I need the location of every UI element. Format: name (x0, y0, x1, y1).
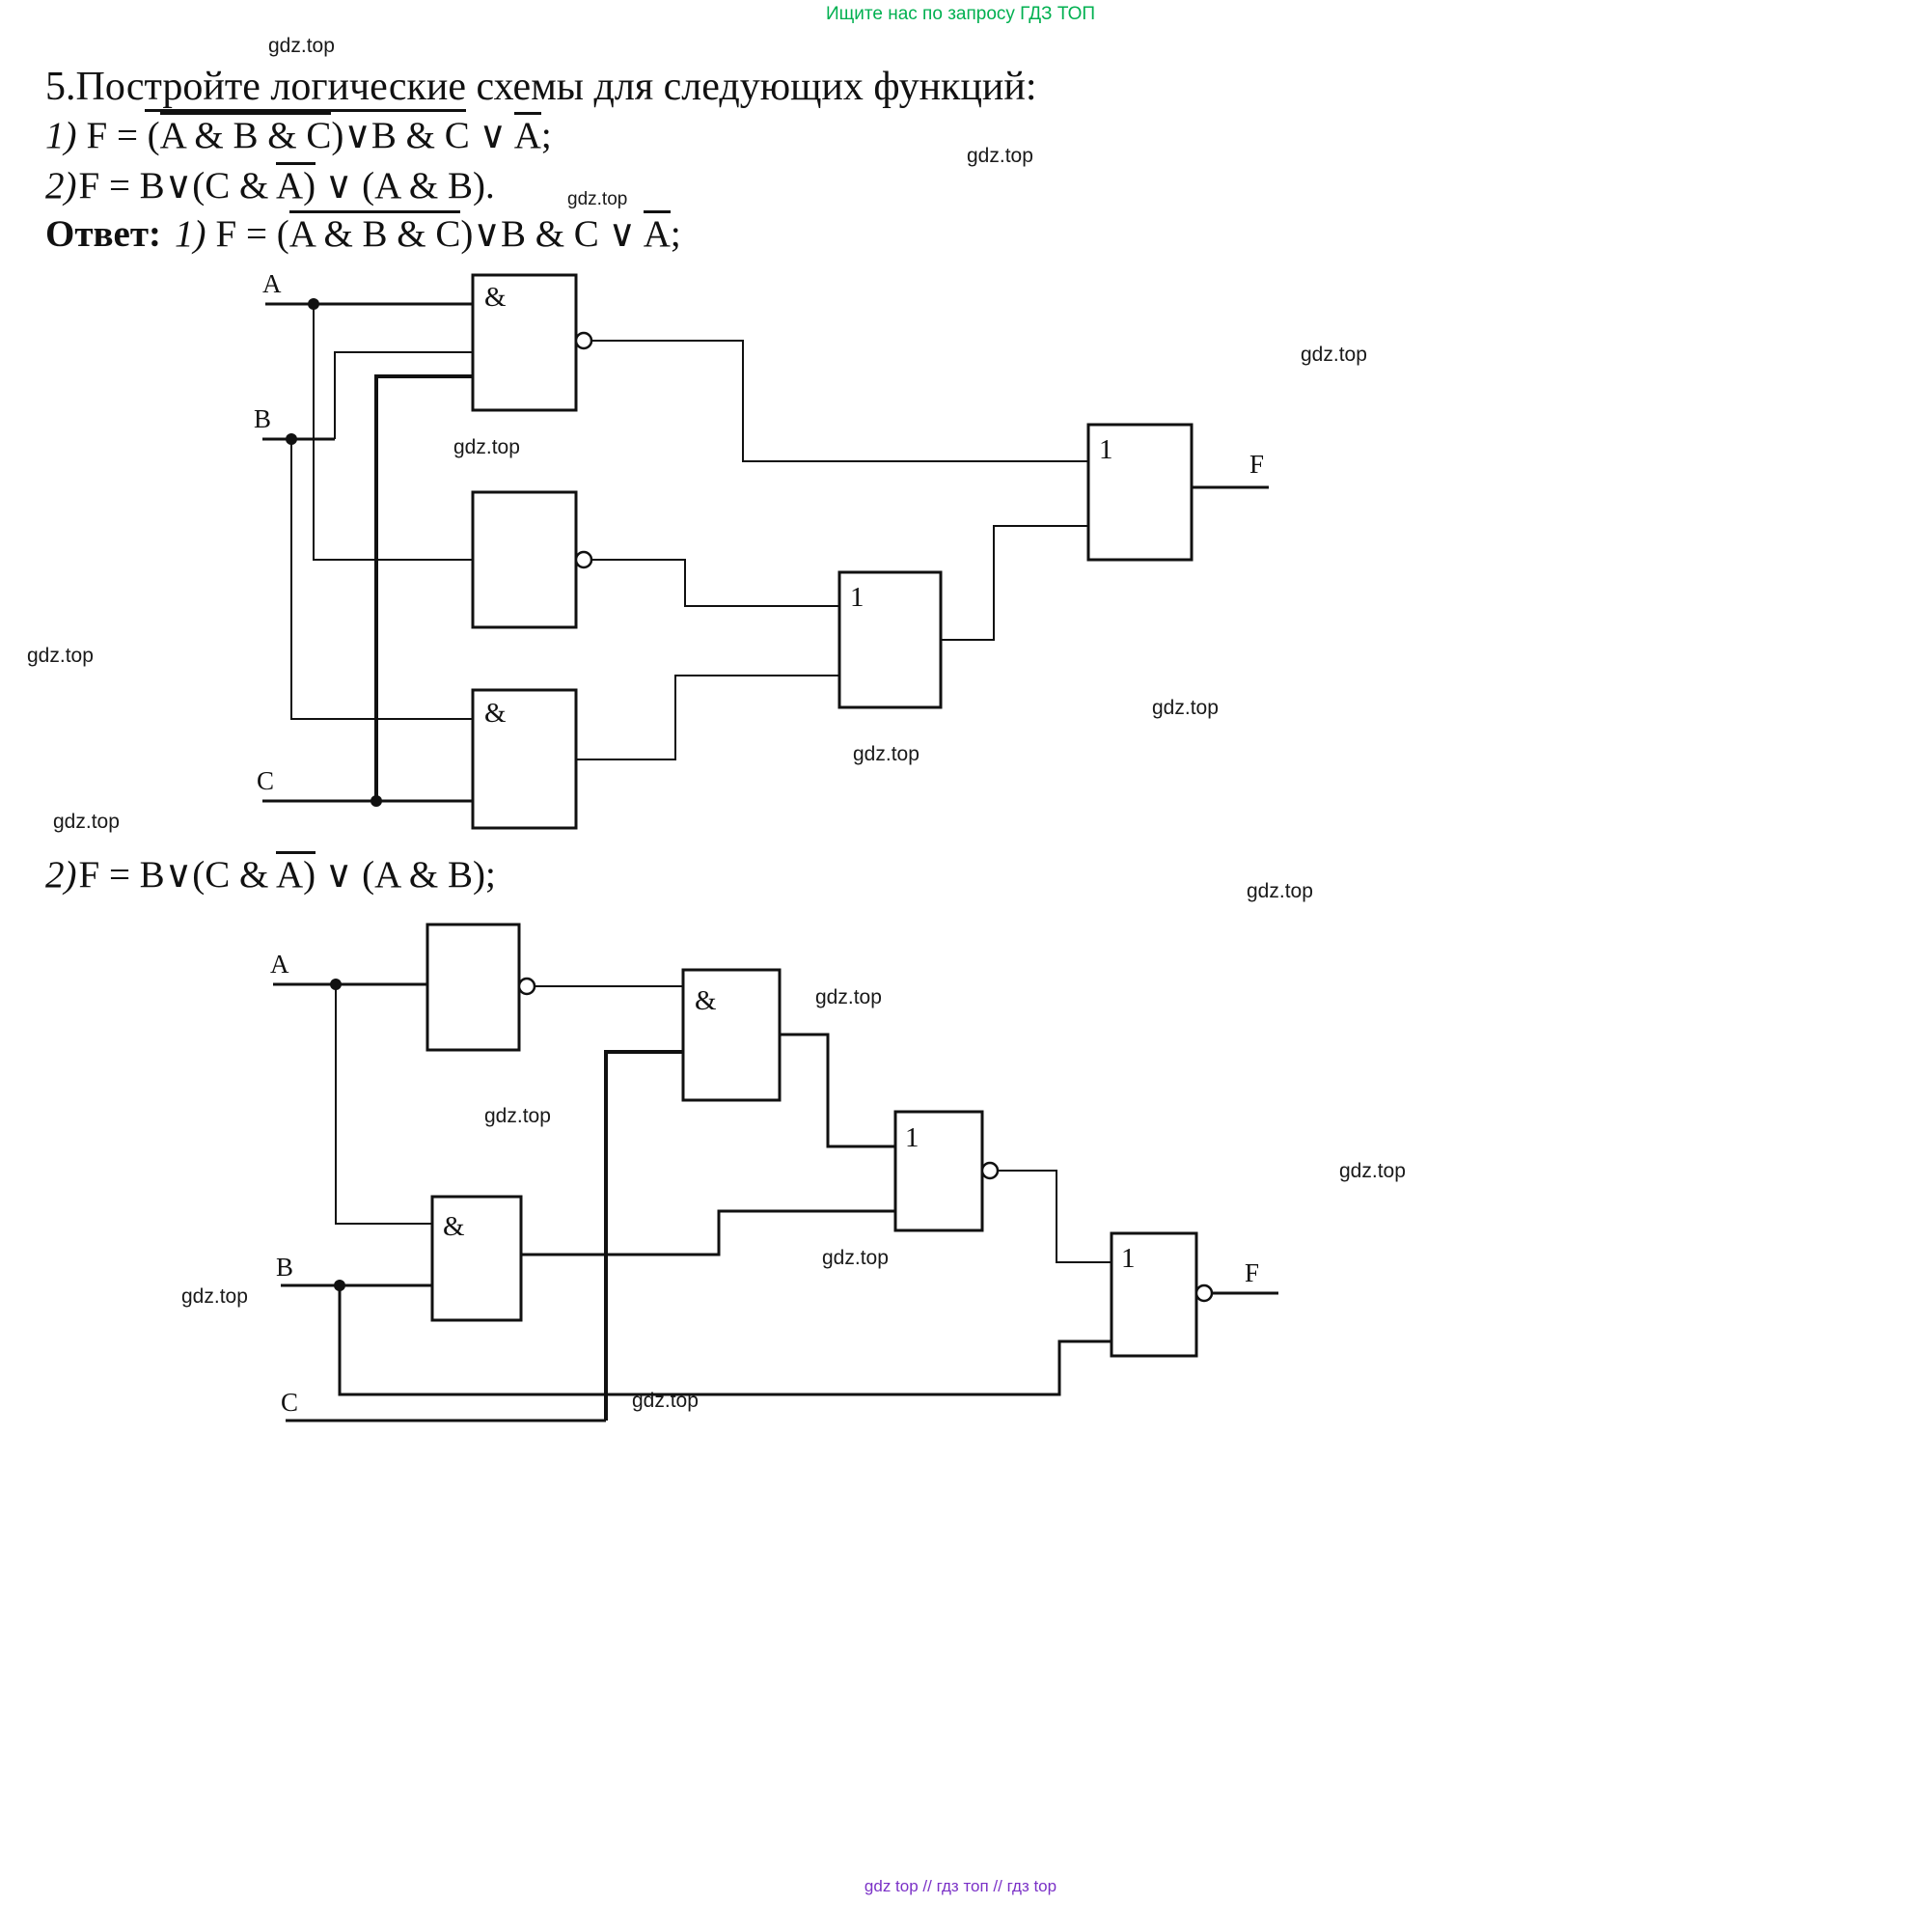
wire (591, 340, 1088, 462)
wire (338, 1285, 1111, 1396)
footer-watermark: gdz top // гдз топ // гдз top (864, 1877, 1057, 1895)
formula-2b-a-bar: A) (275, 851, 316, 896)
watermark: gdz.top (815, 986, 882, 1008)
and-gate-label: & (484, 698, 507, 729)
formula-2-a-bar: A) (275, 162, 316, 207)
input-a-label: A (270, 950, 289, 979)
watermark: gdz.top (1301, 344, 1367, 366)
not-bubble (517, 977, 536, 996)
watermark: gdz.top (1152, 697, 1219, 719)
formula-2-number: 2) (45, 165, 77, 207)
and-gate-label: & (695, 985, 717, 1016)
answer-label: Ответ: (45, 213, 162, 255)
formula-2-pre: F = B∨(C & (78, 165, 276, 207)
answer-number: 1) (175, 213, 206, 255)
problem-title: 5.Постройте логические схемы для следующ… (45, 64, 1037, 112)
answer-line: Ответ: 1)F = (A & B & C)∨B & C ∨ A; (45, 210, 681, 256)
wire (998, 1170, 1111, 1263)
wire (576, 675, 839, 760)
answer-a-bar: A (643, 210, 671, 255)
wire (334, 351, 473, 439)
formula-1: 1)F = (A & B & C)∨B & C ∨ A; (45, 112, 552, 157)
formula-2b-number: 2) (45, 854, 77, 896)
watermark: gdz.top (967, 145, 1033, 167)
input-b-label: B (254, 404, 271, 433)
or-gate-label: 1 (1121, 1243, 1136, 1274)
formula-2b: 2)F = B∨(C & A) ∨ (A & B); (45, 851, 496, 897)
watermark: gdz.top (567, 189, 628, 209)
and-gate-label: & (484, 282, 507, 313)
and-gate (430, 1195, 523, 1322)
formula-2-mid: ∨ (A & B) (316, 165, 485, 207)
not-bubble (1194, 1283, 1214, 1303)
wire (521, 1209, 895, 1256)
not-bubble (574, 550, 593, 569)
answer-mid: )∨B & C ∨ (460, 213, 644, 255)
not-gate (425, 923, 521, 1052)
output-f-label: F (1249, 450, 1264, 479)
and-gate-label: & (443, 1211, 465, 1242)
wire (290, 439, 473, 720)
wire (335, 984, 432, 1225)
wire (604, 1050, 683, 1421)
watermark: gdz.top (853, 743, 919, 765)
answer-end: ; (670, 213, 681, 255)
wire (780, 1033, 895, 1148)
answer-overline: A & B & C (288, 210, 461, 255)
watermark: gdz.top (1339, 1160, 1406, 1182)
formula-2-end: . (484, 165, 495, 207)
title-pre: 5.Пос (45, 65, 145, 109)
formula-2: 2)F = B∨(C & A) ∨ (A & B). (45, 162, 495, 207)
watermark: gdz.top (181, 1285, 248, 1308)
watermark: gdz.top (1247, 880, 1313, 902)
formula-1-overline: A & B & C (159, 112, 332, 156)
or-gate-label: 1 (905, 1122, 919, 1153)
promo-banner: Ищите нас по запросу ГДЗ ТОП (825, 4, 1096, 24)
formula-1-a-bar: A (513, 112, 541, 156)
watermark: gdz.top (27, 645, 94, 667)
formula-2b-end: ; (484, 854, 496, 896)
title-post: схемы для следующих функций: (466, 65, 1037, 109)
output-f-label: F (1245, 1258, 1259, 1287)
watermark: gdz.top (484, 1105, 551, 1127)
formula-1-end: ; (540, 115, 552, 156)
or-gate-label: 1 (1099, 434, 1113, 465)
answer-pre: F = ( (215, 213, 289, 255)
watermark: gdz.top (53, 811, 120, 833)
wire (941, 525, 1088, 641)
watermark: gdz.top (453, 436, 520, 458)
or-gate (1086, 423, 1194, 562)
not-bubble (980, 1161, 1000, 1180)
wire (313, 304, 473, 561)
formula-1-number: 1) (45, 115, 77, 156)
input-b-label: B (276, 1253, 293, 1282)
formula-1-mid: )∨B & C ∨ (331, 115, 514, 156)
input-c-label: C (281, 1388, 298, 1417)
formula-2b-mid: ∨ (A & B) (316, 854, 485, 896)
wire (591, 559, 839, 607)
or-gate-label: 1 (850, 582, 864, 613)
watermark: gdz.top (268, 35, 335, 57)
watermark: gdz.top (822, 1247, 889, 1269)
input-a-label: A (262, 269, 282, 298)
formula-2b-pre: F = B∨(C & (78, 854, 276, 896)
circuit-diagram-2: A C & B & 1 1 F (270, 923, 1278, 1422)
input-c-label: C (257, 766, 274, 795)
formula-1-pre: F = ( (86, 115, 160, 156)
circuit-diagram-1: A B C & & 1 1 F (254, 269, 1269, 830)
title-underlined: тройте логические (144, 65, 467, 112)
wire (374, 374, 473, 801)
not-bubble (574, 331, 593, 350)
not-gate (471, 490, 578, 629)
